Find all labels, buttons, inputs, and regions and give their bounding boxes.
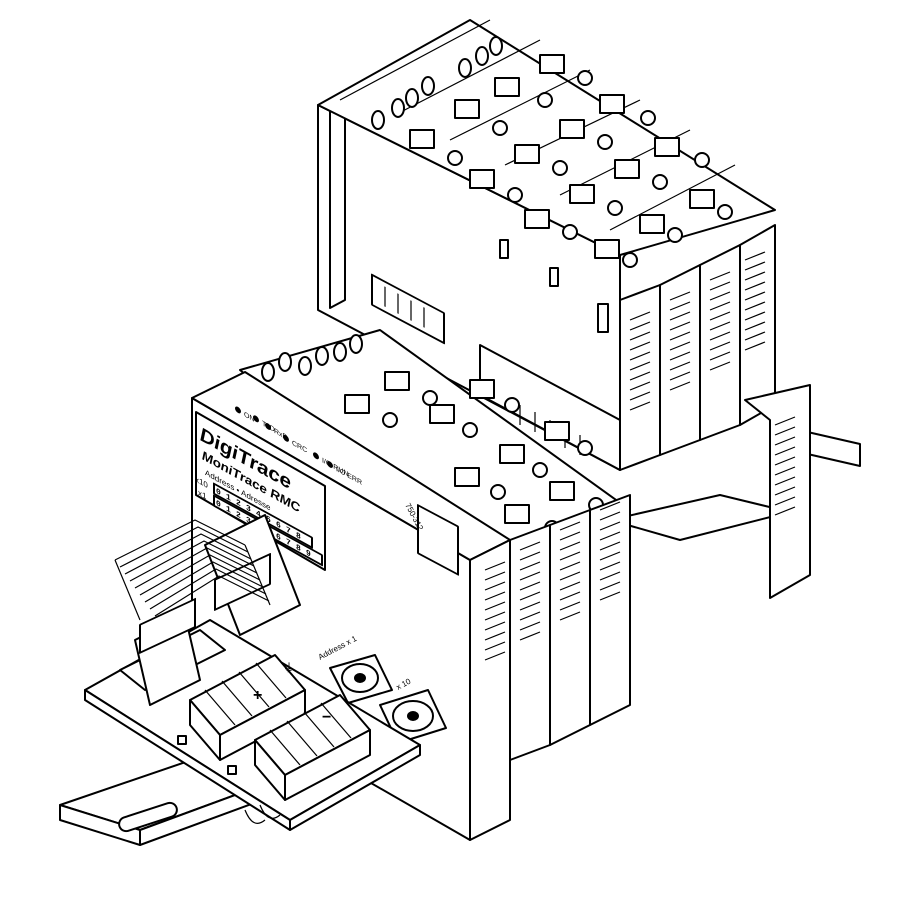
sub-d-connector-left (119, 597, 226, 706)
led-on-icon (235, 406, 241, 414)
digit: 2 (236, 497, 241, 509)
digit: 9 (306, 548, 311, 560)
digit: 7 (286, 537, 291, 549)
rail-clips (244, 804, 281, 824)
digit: 7 (286, 525, 291, 537)
rotary-switch-x1[interactable] (329, 654, 393, 704)
digit: 0 (216, 486, 221, 498)
lower-module-stack (239, 329, 631, 761)
ground-terminal-label: ⏚ (283, 661, 295, 675)
minus-terminal-label: − (322, 709, 331, 726)
power-terminal-block: + − ⏚ (189, 654, 371, 801)
ribbon-cable (114, 519, 271, 621)
digit: 8 (296, 542, 301, 554)
led-txd-icon (253, 415, 259, 423)
upper-front-vents (619, 224, 776, 471)
led-io-run-icon (313, 452, 319, 460)
led-crc-icon (283, 434, 289, 442)
upper-io-module-stack (317, 19, 811, 599)
digit: 5 (266, 514, 271, 526)
digit: 2 (236, 509, 241, 521)
digit: 0 (216, 498, 221, 510)
digit: 1 (226, 492, 231, 504)
digit: 6 (276, 531, 281, 543)
rotary-switch-x10[interactable] (379, 689, 447, 744)
plus-terminal-label: + (253, 687, 262, 704)
upper-terminal-clamps (371, 36, 733, 268)
digit: 6 (276, 519, 281, 531)
digit: 8 (296, 530, 301, 542)
digit: 4 (256, 508, 261, 520)
digit: 1 (226, 504, 231, 516)
digit: 3 (246, 515, 251, 527)
led-io-err-icon (327, 461, 333, 468)
led-on-label: ON (244, 410, 254, 424)
digit: 3 (246, 503, 251, 515)
address-row-x1: x1 (198, 487, 207, 501)
led-rxd-icon (265, 422, 271, 430)
